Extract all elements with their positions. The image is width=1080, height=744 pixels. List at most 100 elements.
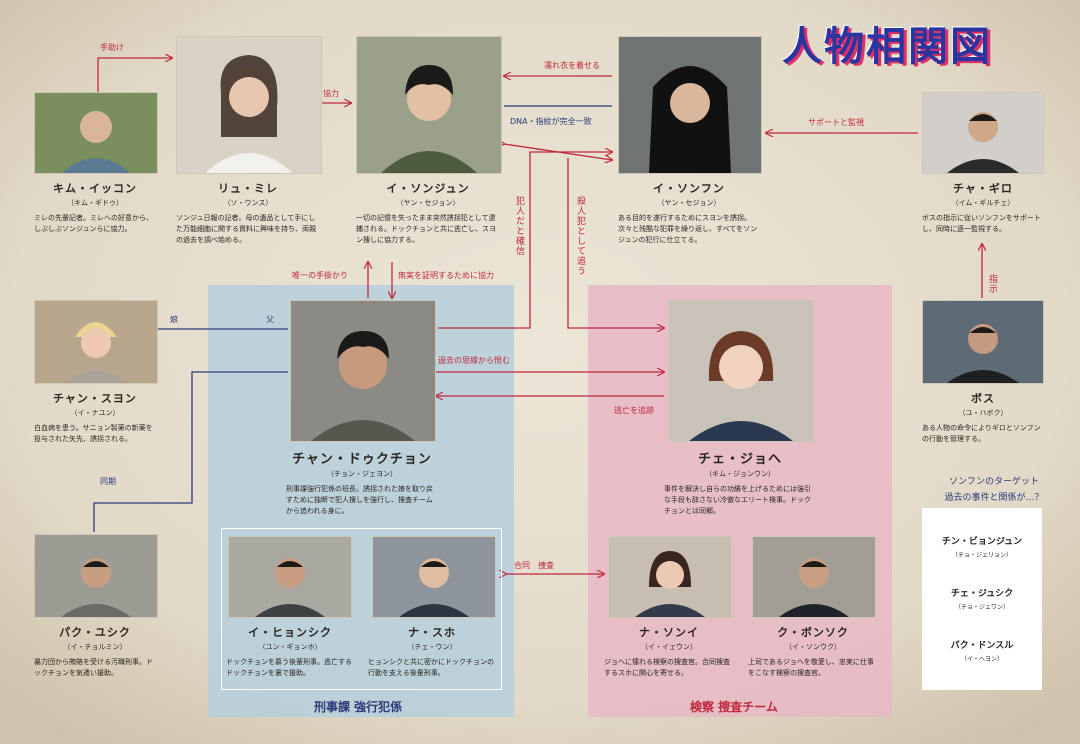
actor-lee-hyonsik: （ユン・ギョンホ） bbox=[258, 643, 322, 651]
photo-lee-sonjun bbox=[356, 36, 502, 174]
relation-pursue: 逃亡を追跡 bbox=[614, 406, 654, 415]
photo-pak-yusik bbox=[34, 534, 158, 618]
actor-pak-yusik: （イ・チョルミン） bbox=[63, 643, 127, 651]
relation-help: 手助け bbox=[100, 43, 124, 52]
name-kim-ikkon: キム・イッコン bbox=[53, 182, 137, 195]
desc-chan-suyon: 白血病を患う。サニョン製薬の新薬を投与された矢先、誘拐される。 bbox=[34, 424, 153, 443]
target-title-line1: ソンフンのターゲット bbox=[949, 477, 1039, 487]
desc-pak-yusik: 暴力団から賄賂を受ける汚職刑事。ドックチョンを気遣い援助。 bbox=[34, 658, 153, 677]
photo-cha-giro bbox=[922, 92, 1044, 174]
name-pak-yusik: パク・ユシク bbox=[59, 626, 131, 639]
name-boss: ボス bbox=[971, 392, 995, 405]
actor-na-sonyi: （イ・イェウン） bbox=[641, 643, 697, 651]
name-na-suho: ナ・スホ bbox=[408, 626, 456, 639]
name-chan-dokchon: チャン・ドゥクチョン bbox=[292, 452, 432, 467]
target-actor: （チョ・ジェリョン） bbox=[951, 552, 1012, 559]
group-police-label: 刑事課 強行犯係 bbox=[314, 700, 403, 714]
card-cha-giro: チャ・ギロ （イム・ギルチェ） ボスの指示に従いソンフンをサポートし、同時に逐一… bbox=[922, 180, 1044, 235]
name-na-sonyi: ナ・ソンイ bbox=[639, 626, 699, 639]
card-lee-sonfun: イ・ソンフン （ヤン・セジョン） ある目的を遂行するためにスヨンを誘拐。次々と残… bbox=[618, 180, 760, 246]
card-lee-sonjun: イ・ソンジュン （ヤン・セジョン） 一切の記憶を失ったまま突然誘拐犯として逮捕さ… bbox=[356, 180, 500, 246]
actor-lee-sonjun: （ヤン・セジョン） bbox=[396, 199, 460, 207]
photo-ku-bonsok bbox=[752, 536, 876, 618]
desc-na-sonyi: ジョヘに憧れる検察の捜査官。合同捜査するスホに関心を寄せる。 bbox=[604, 658, 730, 677]
target-name: パク・ドンスル bbox=[950, 641, 1014, 651]
card-che-johe: チェ・ジョヘ （キム・ジョンウン） 事件を解決し自らの功績を上げるためには強引な… bbox=[664, 448, 816, 517]
relation-joint: 合同 捜査 bbox=[514, 561, 554, 570]
actor-cha-giro: （イム・ギルチェ） bbox=[951, 199, 1015, 207]
desc-lee-hyonsik: ドックチョンを慕う後輩刑事。逃亡するドックチョンを裏で援助。 bbox=[226, 658, 352, 677]
relation-chase-killer: 殺人犯として追う bbox=[575, 196, 585, 276]
card-chan-dokchon: チャン・ドゥクチョン （チョン・ジェヨン） 刑事課強行犯係の班長。誘拐された娘を… bbox=[286, 448, 438, 517]
desc-lee-sonjun: 一切の記憶を失ったまま突然誘拐犯として逮捕される。ドックチョンと共に逃亡し、スヨ… bbox=[356, 214, 496, 244]
card-chan-suyon: チャン・スヨン （イ・ナユン） 白血病を患う。サニョン製薬の新薬を投与された矢先… bbox=[34, 390, 156, 445]
target-actor: （イ・ヘヨン） bbox=[960, 656, 1003, 663]
name-lee-sonjun: イ・ソンジュン bbox=[386, 182, 470, 195]
relation-daughter: 娘 bbox=[170, 315, 178, 324]
target-item: チン・ビョンジュン （チョ・ジェリョン） bbox=[922, 534, 1042, 559]
target-title-line2: 過去の事件と関係が…？ bbox=[944, 493, 1044, 503]
chart-title: 人物相関図 bbox=[782, 23, 992, 70]
actor-ryu-mire: （ソ・ウンス） bbox=[223, 199, 273, 207]
desc-na-suho: ヒョンシクと共に密かにドックチョンの行動を支える後輩刑事。 bbox=[368, 658, 494, 677]
desc-ku-bonsok: 上司であるジョヘを敬愛し、忠実に仕事をこなす検察の捜査官。 bbox=[748, 658, 874, 677]
photo-chan-dokchon bbox=[290, 300, 436, 442]
name-ku-bonsok: ク・ボンソク bbox=[777, 626, 849, 639]
desc-che-johe: 事件を解決し自らの功績を上げるためには強引な手段も辞さない冷徹なエリート検事。ド… bbox=[664, 485, 811, 515]
name-che-johe: チェ・ジョヘ bbox=[697, 452, 782, 467]
target-name: チン・ビョンジュン bbox=[941, 537, 1023, 547]
desc-cha-giro: ボスの指示に従いソンフンをサポートし、同時に逐一監視する。 bbox=[922, 214, 1041, 233]
actor-lee-sonfun: （ヤン・セジョン） bbox=[657, 199, 721, 207]
relation-support: サポートと監視 bbox=[808, 118, 864, 127]
name-lee-sonfun: イ・ソンフン bbox=[653, 182, 725, 195]
target-list: チン・ビョンジュン （チョ・ジェリョン） チェ・ジュシク （チョ・ジェワン） パ… bbox=[922, 508, 1042, 690]
photo-chan-suyon bbox=[34, 300, 158, 384]
card-na-suho: ナ・スホ （チェ・ウン） ヒョンシクと共に密かにドックチョンの行動を支える後輩刑… bbox=[368, 624, 496, 679]
card-na-sonyi: ナ・ソンイ （イ・イェウン） ジョヘに憧れる検察の捜査官。合同捜査するスホに関心… bbox=[604, 624, 734, 679]
actor-boss: （ユ・ハボク） bbox=[958, 409, 1008, 417]
name-ryu-mire: リュ・ミレ bbox=[218, 182, 278, 195]
photo-ryu-mire bbox=[176, 36, 322, 174]
relation-instruct: 指示 bbox=[987, 274, 997, 294]
photo-lee-hyonsik bbox=[228, 536, 352, 618]
photo-na-sonyi bbox=[608, 536, 732, 618]
name-lee-hyonsik: イ・ヒョンシク bbox=[248, 626, 332, 639]
relation-conviction: 犯人だと確信 bbox=[514, 196, 524, 256]
police-team-box bbox=[221, 528, 502, 690]
actor-kim-ikkon: （キム・ギドゥ） bbox=[67, 199, 123, 207]
relation-cooperation: 協力 bbox=[323, 89, 339, 98]
name-chan-suyon: チャン・スヨン bbox=[53, 392, 137, 405]
relation-framed: 濡れ衣を着せる bbox=[544, 61, 600, 70]
actor-chan-dokchon: （チョン・ジェヨン） bbox=[327, 470, 397, 478]
target-title: ソンフンのターゲット 過去の事件と関係が…？ bbox=[924, 474, 1064, 506]
desc-lee-sonfun: ある目的を遂行するためにスヨンを誘拐。次々と残酷な犯罪を繰り返し、すべてをソンジ… bbox=[618, 214, 758, 244]
card-pak-yusik: パク・ユシク （イ・チョルミン） 暴力団から賄賂を受ける汚職刑事。ドックチョンを… bbox=[34, 624, 156, 679]
photo-che-johe bbox=[668, 300, 814, 442]
desc-chan-dokchon: 刑事課強行犯係の班長。誘拐された娘を取り戻すために独断で犯人捜しを強行し、捜査チ… bbox=[286, 485, 433, 515]
photo-boss bbox=[922, 300, 1044, 384]
card-lee-hyonsik: イ・ヒョンシク （ユン・ギョンホ） ドックチョンを慕う後輩刑事。逃亡するドックチ… bbox=[226, 624, 354, 679]
card-ryu-mire: リュ・ミレ （ソ・ウンス） ソンジュ日報の記者。母の遺品として手にした万能細胞に… bbox=[176, 180, 320, 246]
actor-chan-suyon: （イ・ナユン） bbox=[70, 409, 120, 417]
relation-father: 父 bbox=[266, 315, 274, 324]
target-actor: （チョ・ジェワン） bbox=[954, 604, 1009, 611]
card-kim-ikkon: キム・イッコン （キム・ギドゥ） ミレの先輩記者。ミレへの好意から、しぶしぶソン… bbox=[34, 180, 156, 235]
card-boss: ボス （ユ・ハボク） ある人物の命令によりギロとソンフンの行動を管理する。 bbox=[922, 390, 1044, 445]
target-name: チェ・ジュシク bbox=[950, 589, 1014, 599]
actor-ku-bonsok: （イ・ソンウク） bbox=[785, 643, 841, 651]
desc-kim-ikkon: ミレの先輩記者。ミレへの好意から、しぶしぶソンジュンらに協力。 bbox=[34, 214, 153, 233]
target-item: チェ・ジュシク （チョ・ジェワン） bbox=[922, 586, 1042, 611]
photo-kim-ikkon bbox=[34, 92, 158, 174]
relation-clue: 唯一の手掛かり bbox=[292, 271, 348, 280]
desc-ryu-mire: ソンジュ日報の記者。母の遺品として手にした万能細胞に関する資料に興味を持ち、両親… bbox=[176, 214, 316, 244]
relation-prove: 無実を証明するために協力 bbox=[398, 271, 494, 280]
photo-na-suho bbox=[372, 536, 496, 618]
relation-grudge: 過去の恩縁から恨む bbox=[438, 356, 510, 365]
relation-classmate: 同期 bbox=[100, 477, 116, 486]
card-ku-bonsok: ク・ボンソク （イ・ソンウク） 上司であるジョヘを敬愛し、忠実に仕事をこなす検察… bbox=[748, 624, 878, 679]
target-item: パク・ドンスル （イ・ヘヨン） bbox=[922, 638, 1042, 663]
actor-che-johe: （キム・ジョンウン） bbox=[705, 470, 775, 478]
photo-lee-sonfun bbox=[618, 36, 762, 174]
name-cha-giro: チャ・ギロ bbox=[953, 182, 1013, 195]
